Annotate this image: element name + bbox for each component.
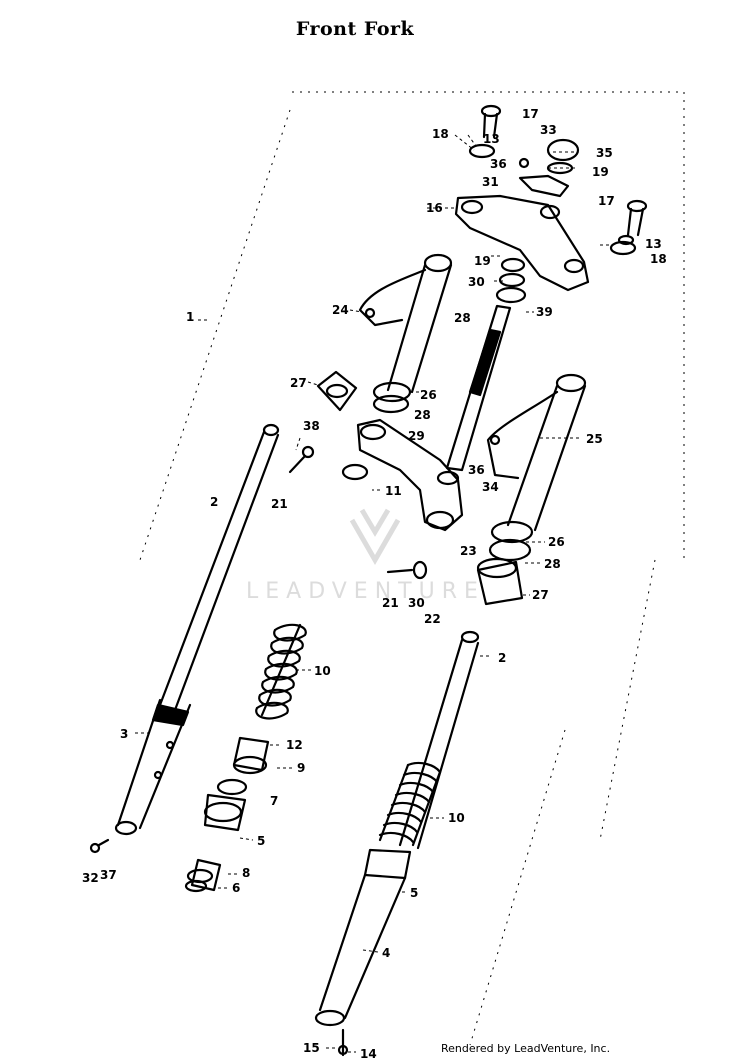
callout-21-low: 21 (382, 596, 399, 610)
callout-11: 11 (385, 484, 402, 498)
callout-30-low: 30 (408, 596, 425, 610)
callout-18-right: 18 (650, 252, 667, 266)
callout-16: 16 (426, 201, 443, 215)
callout-25: 25 (586, 432, 603, 446)
stem-spacers (495, 257, 527, 304)
callout-17-right: 17 (598, 194, 615, 208)
callout-14: 14 (360, 1047, 377, 1060)
callout-12: 12 (286, 738, 303, 752)
left-fork-tube (114, 423, 280, 836)
diagram-title: Front Fork (295, 18, 415, 40)
callout-7: 7 (270, 794, 278, 808)
right-fork-slider (314, 848, 412, 1057)
callout-4: 4 (382, 946, 390, 960)
callout-19-mid: 19 (474, 254, 491, 268)
callout-26-top: 26 (420, 388, 437, 402)
callout-19-top: 19 (592, 165, 609, 179)
bolt-left (480, 104, 502, 139)
callout-27-low: 27 (532, 588, 549, 602)
callout-34: 34 (482, 480, 499, 494)
fork-boot-right (378, 761, 442, 847)
callout-24: 24 (332, 303, 349, 317)
steering-stem (445, 304, 512, 472)
callout-28-low: 28 (544, 557, 561, 571)
leader-lines (135, 134, 614, 1053)
callout-2-left: 2 (210, 495, 218, 509)
callout-36-top: 36 (490, 157, 507, 171)
callout-6: 6 (232, 881, 240, 895)
callout-35: 35 (596, 146, 613, 160)
callout-13-top: 13 (483, 132, 500, 146)
callout-23: 23 (460, 544, 477, 558)
callout-5-right: 5 (410, 886, 418, 900)
fork-spring-left (255, 623, 307, 720)
callout-10-right: 10 (448, 811, 465, 825)
bolt-right (626, 199, 648, 237)
callout-21-left: 21 (271, 497, 288, 511)
callout-10-left: 10 (314, 664, 331, 678)
callout-15: 15 (303, 1041, 320, 1055)
top-bracket (454, 194, 590, 292)
callout-2-right: 2 (498, 651, 506, 665)
drain-screw (89, 838, 110, 854)
callout-9: 9 (297, 761, 305, 775)
callout-26-low: 26 (548, 535, 565, 549)
footer-credit: Rendered by LeadVenture, Inc. (441, 1042, 611, 1055)
callout-29: 29 (408, 429, 425, 443)
headlight-bracket-right (486, 373, 587, 532)
left-parts-stack (184, 736, 270, 893)
callout-labels: 17 18 13 33 35 36 19 31 16 17 13 18 19 3… (82, 107, 667, 1060)
callout-36-mid: 36 (468, 463, 485, 477)
under-bracket (356, 418, 464, 532)
callout-30-top: 30 (468, 275, 485, 289)
right-fork-tube (398, 630, 480, 850)
callout-28-stem: 28 (454, 311, 471, 325)
washers (468, 143, 637, 256)
fork-rings-upper (316, 370, 412, 481)
callout-22: 22 (424, 612, 441, 626)
callout-37: 37 (100, 868, 117, 882)
headlight-bracket-left (358, 253, 453, 394)
callout-27-top: 27 (290, 376, 307, 390)
callout-17-top: 17 (522, 107, 539, 121)
frame-dashed-lines (139, 91, 685, 1046)
fork-rings-lower (476, 520, 534, 606)
pinch-bolt-lower (386, 560, 428, 580)
callout-39: 39 (536, 305, 553, 319)
callout-5-left: 5 (257, 834, 265, 848)
watermark-text: LEADVENTURE (246, 579, 485, 604)
callout-32: 32 (82, 871, 99, 885)
callout-8: 8 (242, 866, 250, 880)
callout-33: 33 (540, 123, 557, 137)
pinch-bolt-upper (288, 445, 315, 474)
callout-18-top: 18 (432, 127, 449, 141)
callout-1: 1 (186, 310, 194, 324)
callout-3: 3 (120, 727, 128, 741)
callout-13-right: 13 (645, 237, 662, 251)
watermark-logo (349, 508, 401, 566)
callout-28-top: 28 (414, 408, 431, 422)
callout-31: 31 (482, 175, 499, 189)
callout-38: 38 (303, 419, 320, 433)
